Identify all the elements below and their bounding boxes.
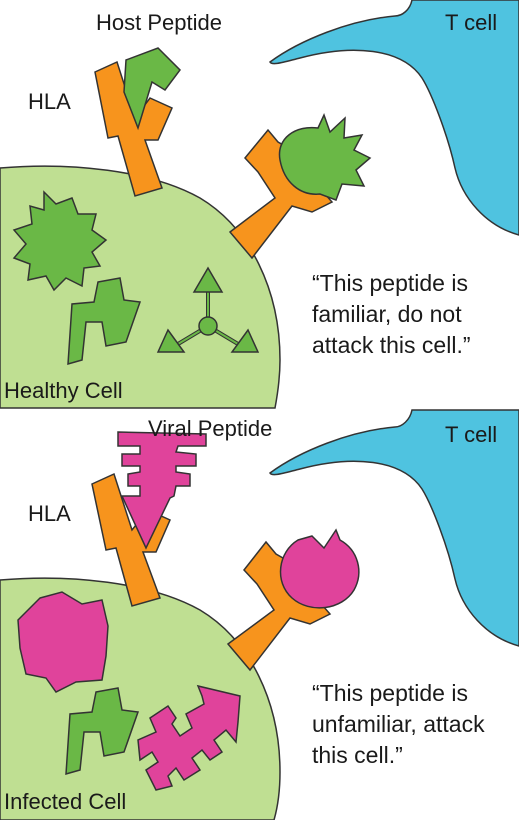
- green-zigzag-top: [67, 277, 142, 366]
- green-spiky-blob: [12, 190, 108, 292]
- hla-label-top: HLA: [28, 89, 71, 114]
- quote-healthy: “This peptide is familiar, do not attack…: [312, 270, 471, 358]
- magenta-blob: [17, 591, 109, 693]
- healthy-cell-label: Healthy Cell: [4, 378, 123, 403]
- t-cell-top: [269, 0, 519, 236]
- magenta-notched-peptide: [279, 528, 360, 609]
- quote-infected: “This peptide is unfamiliar, attack this…: [312, 680, 485, 768]
- magenta-arrow-shape: [137, 684, 241, 791]
- green-spiky-peptide: [278, 113, 372, 201]
- infected-cell-label: Infected Cell: [4, 789, 127, 814]
- host-peptide-shape: [123, 47, 181, 131]
- green-zigzag-bottom: [65, 687, 140, 776]
- t-cell-label-bottom: T cell: [445, 422, 498, 447]
- viral-peptide-label: Viral Peptide: [148, 416, 273, 441]
- host-peptide-label: Host Peptide: [96, 10, 222, 35]
- hla-molecule-left-bottom: [91, 472, 171, 607]
- hla-label-bottom: HLA: [28, 501, 71, 526]
- panel-healthy: [0, 0, 519, 409]
- panel-infected: [0, 409, 519, 820]
- healthy-cell-body: [0, 165, 281, 409]
- t-cell-bottom: [269, 409, 519, 647]
- viral-peptide-shape: [117, 431, 207, 550]
- t-cell-label-top: T cell: [445, 10, 498, 35]
- green-triarrow: [156, 266, 260, 353]
